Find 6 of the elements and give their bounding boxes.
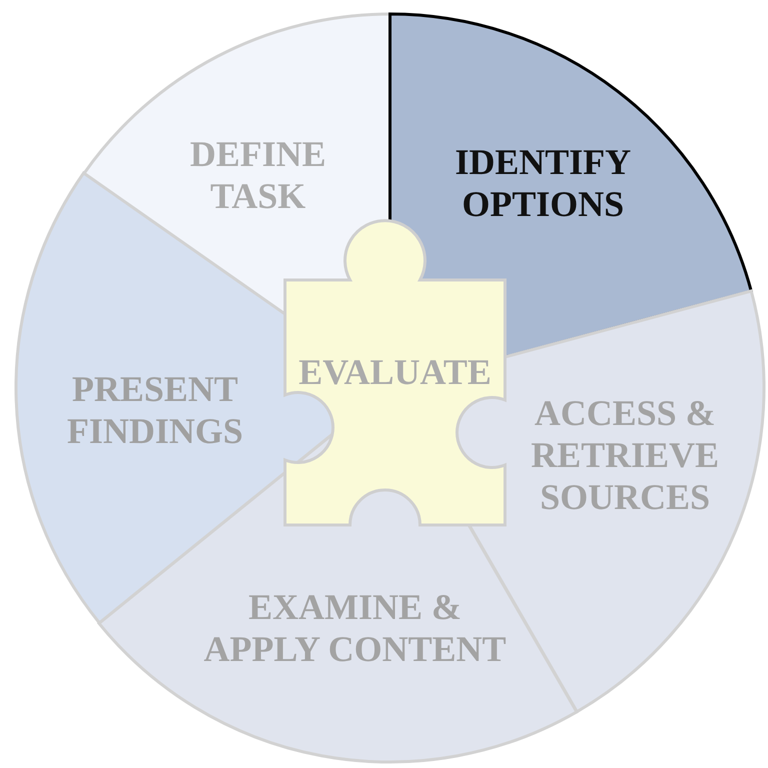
- step-label: EXAMINE & APPLY CONTENT: [202, 586, 508, 670]
- step-label: DEFINE TASK: [188, 133, 327, 217]
- step-label: ACCESS & RETRIEVE SOURCES: [530, 392, 720, 518]
- step-label: PRESENT FINDINGS: [66, 368, 244, 452]
- step-label: IDENTIFY OPTIONS: [454, 141, 632, 225]
- step-label: EVALUATE: [298, 351, 492, 393]
